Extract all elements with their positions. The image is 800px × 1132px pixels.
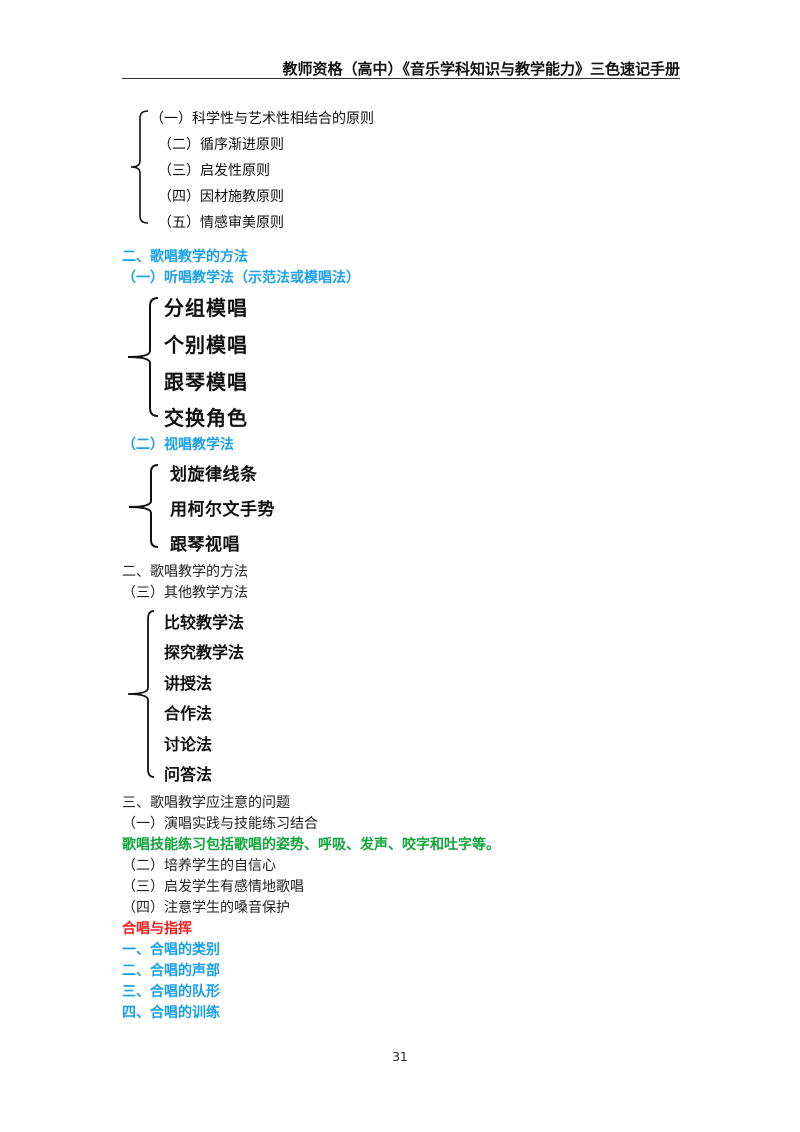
page-header: 教师资格（高中）《音乐学科知识与教学能力》三色速记手册	[282, 60, 680, 78]
other-method-2: 探究教学法	[164, 643, 245, 662]
page-number: 31	[392, 1050, 408, 1064]
other-method-1: 比较教学法	[164, 613, 245, 632]
section-3-p1: （一）演唱实践与技能练习结合	[122, 816, 318, 832]
principle-5: （五）情感审美原则	[158, 215, 284, 231]
principle-1: （一）科学性与艺术性相结合的原则	[150, 111, 374, 127]
other-method-5: 讨论法	[164, 735, 213, 754]
chorus-item-4: 四、合唱的训练	[122, 1005, 220, 1021]
principle-3: （三）启发性原则	[158, 163, 270, 179]
other-method-6: 问答法	[164, 765, 213, 784]
section-2-title: 二、歌唱教学的方法	[122, 249, 248, 265]
other-method-4: 合作法	[164, 704, 213, 723]
brace-listen-sing	[127, 297, 159, 417]
sight-item-3: 跟琴视唱	[170, 535, 240, 555]
sight-item-2: 用柯尔文手势	[170, 500, 275, 520]
brace-other-methods	[127, 610, 155, 778]
chorus-item-3: 三、合唱的队形	[122, 984, 220, 1000]
chorus-title: 合唱与指挥	[122, 921, 192, 937]
header-rule	[122, 78, 680, 79]
section-2b-sub3: （三）其他教学方法	[122, 585, 248, 601]
principle-4: （四）因材施教原则	[158, 189, 284, 205]
listen-item-1: 分组模唱	[164, 296, 248, 320]
chorus-item-1: 一、合唱的类别	[122, 942, 220, 958]
section-3-p4: （四）注意学生的嗓音保护	[122, 900, 290, 916]
sight-item-1: 划旋律线条	[170, 465, 258, 485]
section-3-title: 三、歌唱教学应注意的问题	[122, 795, 290, 811]
principle-2: （二）循序渐进原则	[158, 137, 284, 153]
chorus-item-2: 二、合唱的声部	[122, 963, 220, 979]
other-method-3: 讲授法	[164, 674, 213, 693]
section-3-p3: （三）启发学生有感情地歌唱	[122, 879, 304, 895]
listen-item-2: 个别模唱	[164, 333, 248, 357]
listen-item-4: 交换角色	[164, 406, 248, 430]
section-2b-title: 二、歌唱教学的方法	[122, 564, 248, 580]
section-2-sub1: （一）听唱教学法（示范法或模唱法）	[122, 270, 360, 286]
section-2-sub2: （二）视唱教学法	[122, 437, 234, 453]
listen-item-3: 跟琴模唱	[164, 370, 248, 394]
brace-sight-sing	[128, 464, 159, 548]
brace-principles	[130, 110, 149, 224]
section-3-p1-note: 歌唱技能练习包括歌唱的姿势、呼吸、发声、咬字和吐字等。	[122, 837, 500, 853]
section-3-p2: （二）培养学生的自信心	[122, 858, 276, 874]
